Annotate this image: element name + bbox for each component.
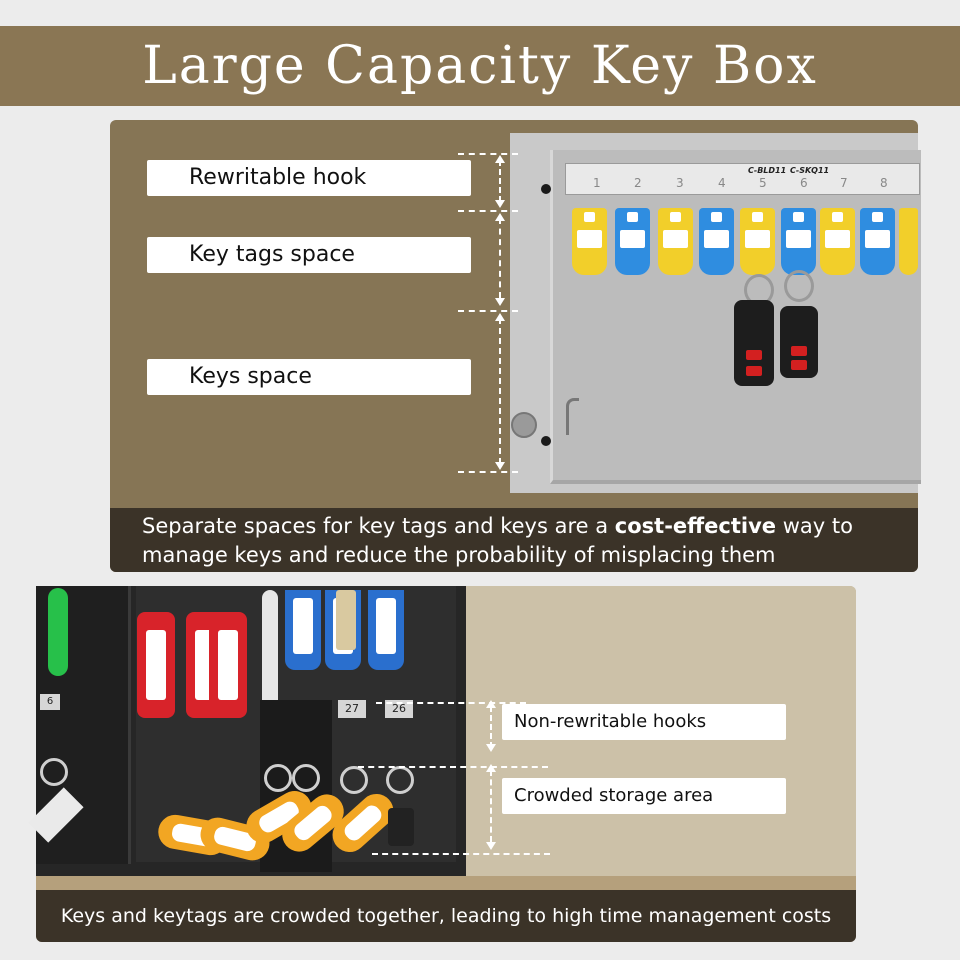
guide-line	[458, 471, 518, 473]
key-ring	[386, 766, 414, 794]
strip-number: 8	[880, 176, 888, 190]
white-key-tag	[262, 590, 278, 722]
key-tag-blue	[615, 208, 650, 275]
top-caption-bar	[110, 508, 918, 572]
arrow-down-icon	[495, 200, 505, 208]
key-tag-yellow	[740, 208, 775, 275]
label-crowded-storage: Crowded storage area	[502, 778, 786, 814]
key-ring	[264, 764, 292, 792]
arrow-up-icon	[495, 313, 505, 321]
strip-number: 3	[676, 176, 684, 190]
guide-line	[372, 853, 550, 855]
black-key-head	[388, 808, 414, 846]
key-ring	[784, 270, 814, 302]
top-caption: Separate spaces for key tags and keys ar…	[142, 512, 912, 570]
arrow-up-icon	[495, 213, 505, 221]
header-banner	[0, 26, 960, 106]
key-tag-yellow	[899, 208, 918, 275]
label-rewritable-hook: Rewritable hook	[147, 160, 471, 196]
key-tag-blue	[860, 208, 895, 275]
strip-number: 6	[800, 176, 808, 190]
strip-number: 7	[840, 176, 848, 190]
hook-number-plate: 26	[385, 700, 413, 718]
blue-key-tag	[285, 590, 321, 670]
bottom-caption: Keys and keytags are crowded together, l…	[60, 905, 832, 927]
mounting-bolt	[541, 184, 551, 194]
lock-cylinder	[511, 412, 537, 438]
caption-text: way to manage keys and reduce the probab…	[142, 514, 853, 567]
label-keys-space: Keys space	[147, 359, 471, 395]
arrow-up-icon	[486, 764, 496, 772]
strip-number: 4	[718, 176, 726, 190]
key-box-inner-plate	[550, 150, 921, 484]
guide-line	[499, 218, 501, 298]
door-number-plate: 6	[40, 694, 60, 710]
key-tag-yellow	[572, 208, 607, 275]
strip-number: 1	[593, 176, 601, 190]
bottom-caption-bar	[36, 890, 856, 942]
green-key-tag	[48, 588, 68, 676]
strip-handwriting: C-SKQ11	[790, 166, 830, 175]
strip-handwriting: C-BLD11	[748, 166, 787, 175]
rewritable-label-strip: 1 2 3 4 5 6 7 8 C-BLD11 C-SKQ11	[565, 163, 920, 195]
guide-line	[376, 702, 526, 704]
car-remote-key	[734, 300, 774, 386]
blue-key-tag	[368, 590, 404, 670]
arrow-down-icon	[495, 298, 505, 306]
guide-line	[499, 318, 501, 464]
key-ring	[340, 766, 368, 794]
arrow-down-icon	[495, 462, 505, 470]
key-tag-yellow	[658, 208, 693, 275]
guide-line	[358, 766, 548, 768]
spare-hook	[566, 398, 579, 435]
label-non-rewritable-hooks: Non-rewritable hooks	[502, 704, 786, 740]
guide-line	[458, 210, 518, 212]
label-key-tags-space: Key tags space	[147, 237, 471, 273]
metal-key	[336, 590, 356, 650]
caption-emphasis: cost-effective	[614, 514, 777, 538]
red-key-tag	[209, 612, 247, 718]
guide-line	[490, 706, 492, 748]
guide-line	[499, 160, 501, 202]
key-tag-yellow	[820, 208, 855, 275]
caption-text: Separate spaces for key tags and keys ar…	[142, 514, 615, 538]
guide-line	[458, 310, 518, 312]
arrow-up-icon	[486, 700, 496, 708]
guide-line	[490, 770, 492, 842]
page-title: Large Capacity Key Box	[142, 36, 818, 96]
arrow-up-icon	[495, 155, 505, 163]
key-tag-blue	[699, 208, 734, 275]
strip-number: 5	[759, 176, 767, 190]
strip-number: 2	[634, 176, 642, 190]
guide-line	[458, 153, 518, 155]
key-ring	[292, 764, 320, 792]
arrow-down-icon	[486, 842, 496, 850]
key-ring	[40, 758, 68, 786]
arrow-down-icon	[486, 744, 496, 752]
car-remote-key	[780, 306, 818, 378]
hook-number-plate: 27	[338, 700, 366, 718]
key-tag-blue	[781, 208, 816, 275]
mounting-bolt	[541, 436, 551, 446]
red-key-tag	[137, 612, 175, 718]
